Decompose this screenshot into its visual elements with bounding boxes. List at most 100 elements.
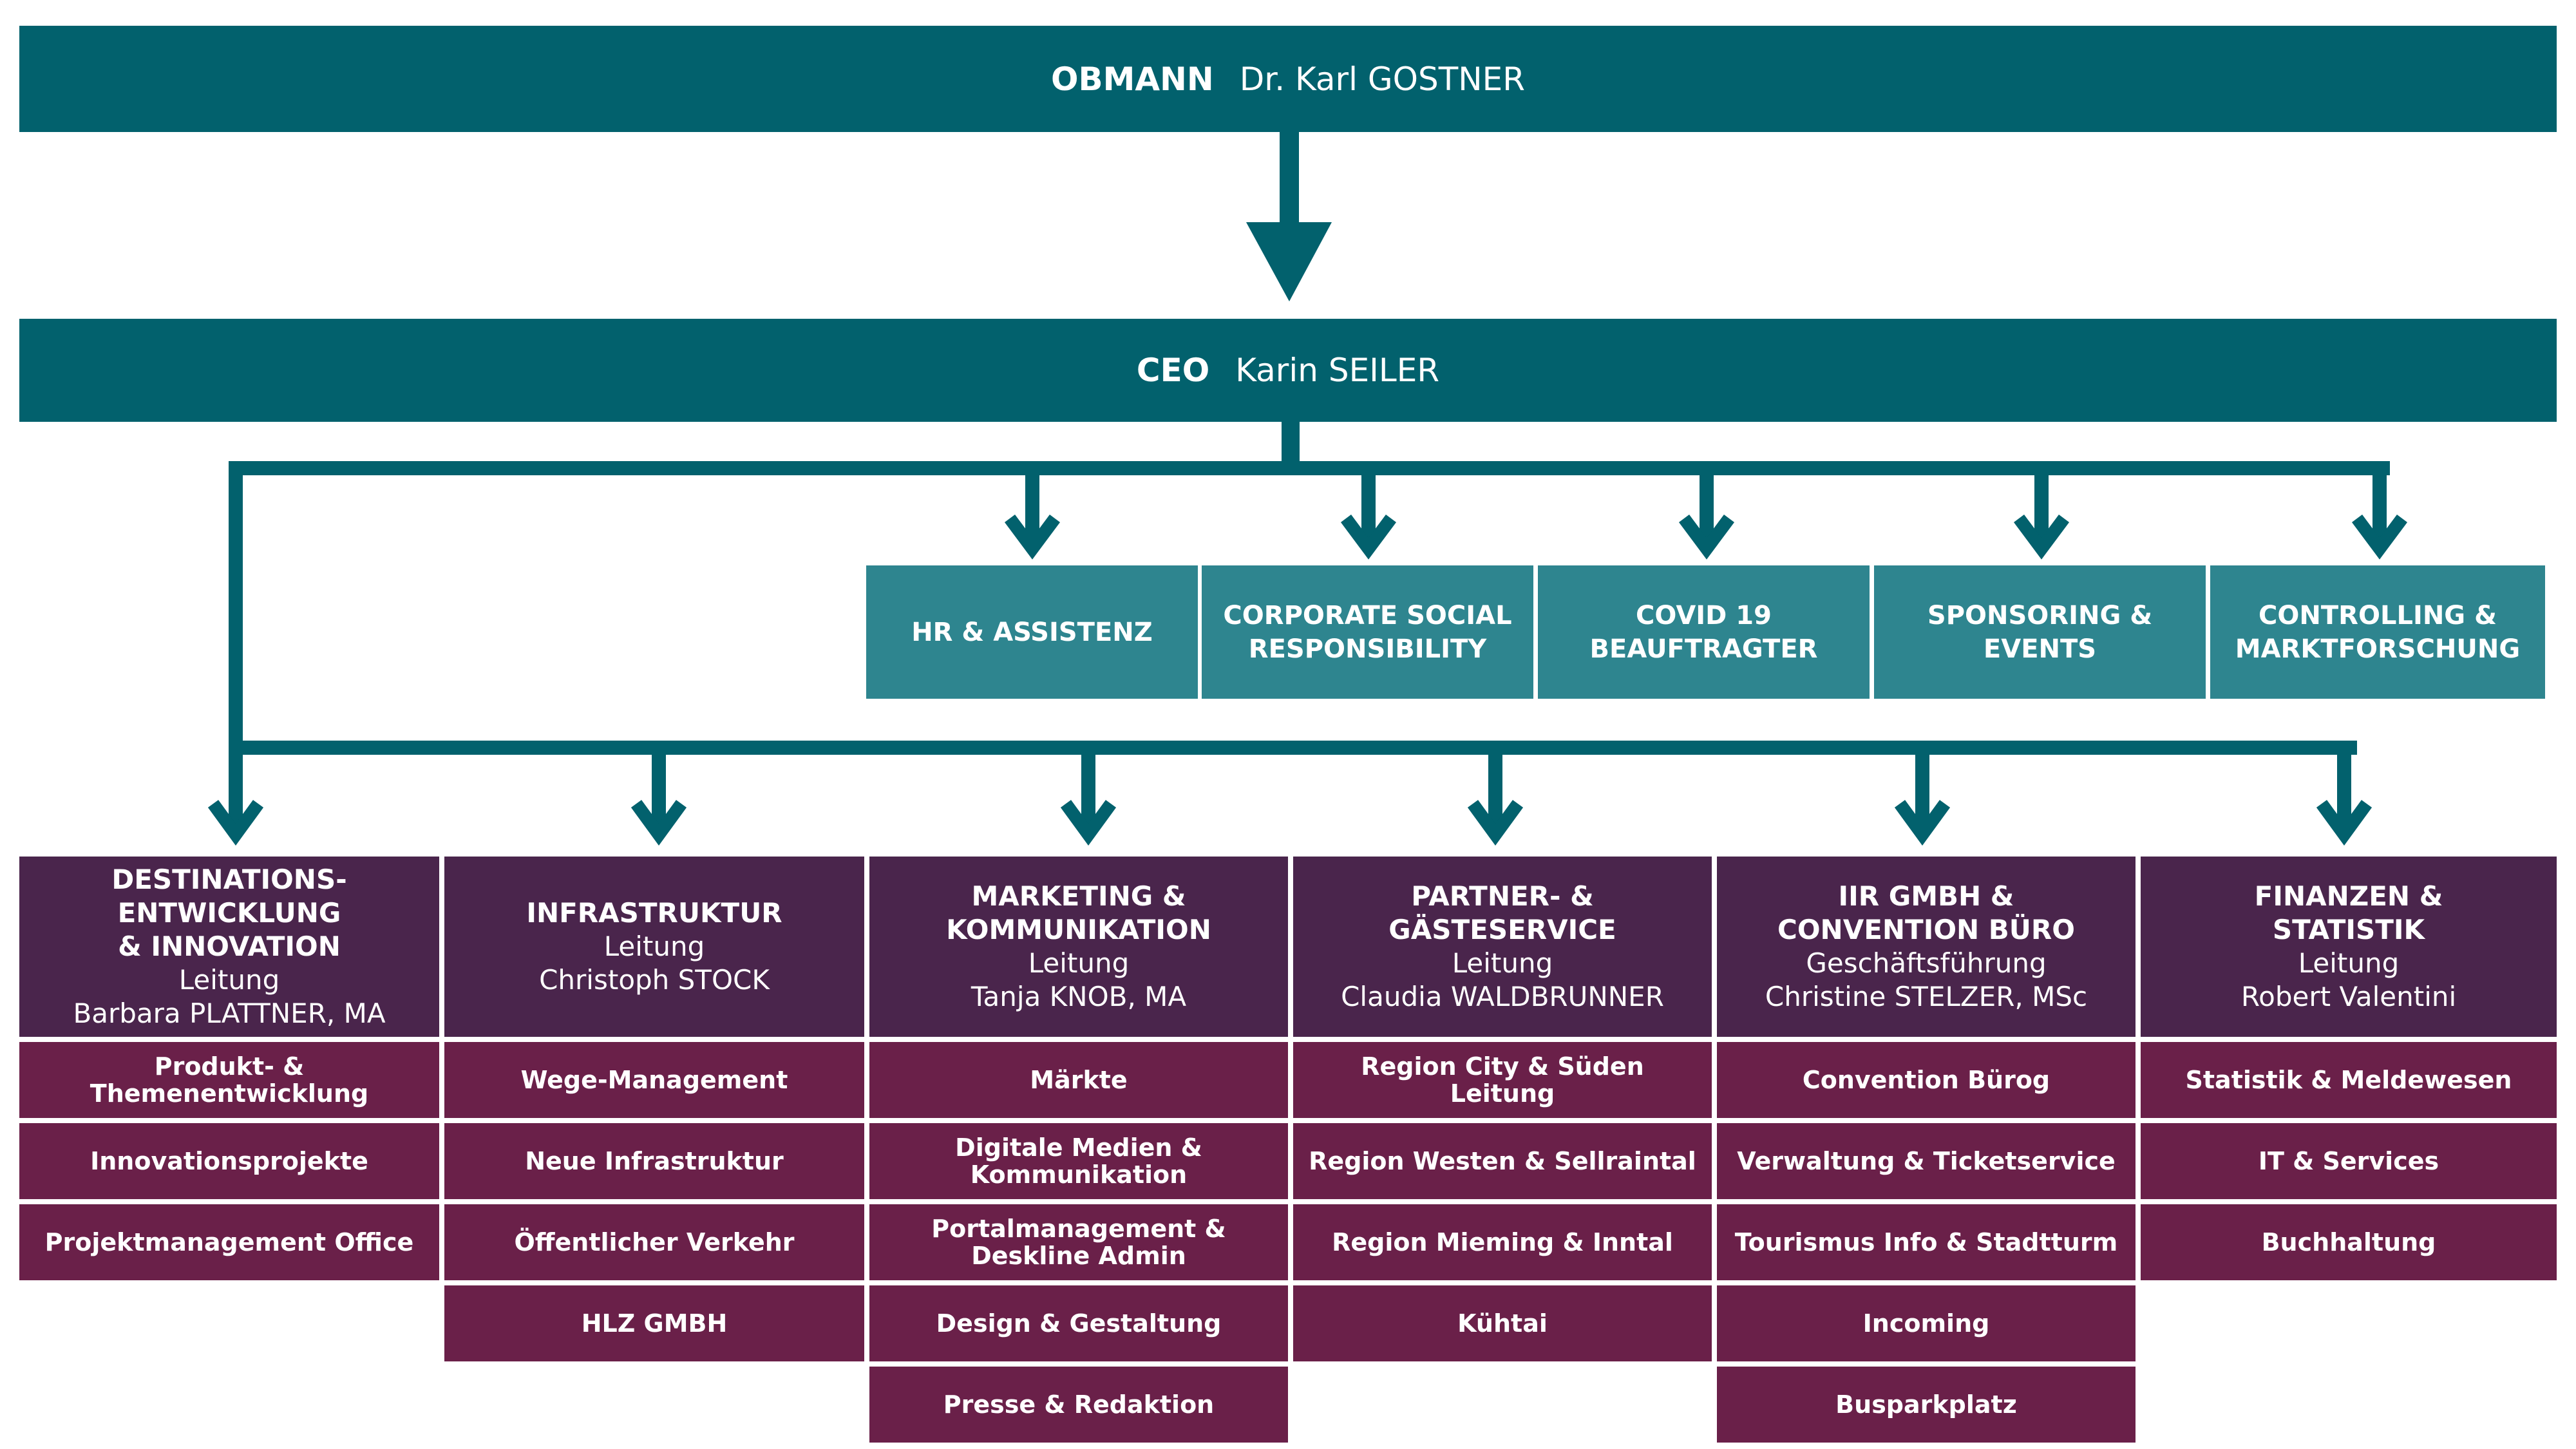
- dept-arrow-head-5: [1894, 800, 1951, 846]
- dept-arrow-head-6: [2316, 800, 2372, 846]
- unit-box: Buchhaltung: [2141, 1204, 2557, 1280]
- dept-lead-person: Christine STELZER, MSc: [1765, 981, 2088, 1012]
- unit-box: Statistik & Meldewesen: [2141, 1042, 2557, 1118]
- dept-lead-label: Leitung: [603, 931, 705, 962]
- staff-covid19-beauftragter: COVID 19 BEAUFTRAGTER: [1538, 565, 1870, 699]
- staff-controlling-marktforschung: CONTROLLING & MARKTFORSCHUNG: [2210, 565, 2545, 699]
- unit-label: Region Westen & Sellraintal: [1309, 1147, 1696, 1175]
- unit-box: Incoming: [1717, 1285, 2136, 1361]
- dept-arrow-head-2: [630, 800, 687, 846]
- dept-destinationsentwicklung: DESTINATIONS- ENTWICKLUNG & INNOVATION L…: [19, 857, 439, 1037]
- unit-box: Busparkplatz: [1717, 1367, 2136, 1443]
- unit-label: HLZ GMBH: [581, 1309, 728, 1338]
- unit-label: Öffentlicher Verkehr: [514, 1228, 795, 1256]
- unit-label: Kühtai: [1457, 1309, 1548, 1338]
- staff-arrow-heads: [1004, 515, 2408, 560]
- ceo-role: CEO: [1136, 352, 1210, 389]
- staff-arrow-head-1: [1004, 515, 1061, 560]
- unit-label: Convention Bürog: [1802, 1066, 2050, 1094]
- unit-box: Verwaltung & Ticketservice: [1717, 1123, 2136, 1199]
- unit-label: Innovationsprojekte: [90, 1147, 368, 1175]
- dept-partner-gaesteservice: PARTNER- & GÄSTESERVICE Leitung Claudia …: [1293, 857, 1712, 1037]
- unit-box: Region City & Süden Leitung: [1293, 1042, 1712, 1118]
- unit-label: Projektmanagement Office: [44, 1228, 414, 1256]
- unit-box: Kühtai: [1293, 1285, 1712, 1361]
- staff-label: CONTROLLING & MARKTFORSCHUNG: [2235, 600, 2521, 664]
- unit-box: IT & Services: [2141, 1123, 2557, 1199]
- staff-arrow-head-4: [2013, 515, 2070, 560]
- staff-label: COVID 19 BEAUFTRAGTER: [1589, 600, 1818, 664]
- staff-sponsoring-events: SPONSORING & EVENTS: [1874, 565, 2206, 699]
- staff-label: SPONSORING & EVENTS: [1927, 600, 2153, 664]
- unit-label: Region City & Süden Leitung: [1361, 1052, 1644, 1108]
- dept-lead-label: Leitung: [1452, 947, 1553, 979]
- unit-label: Digitale Medien & Kommunikation: [955, 1133, 1202, 1189]
- unit-label: Produkt- & Themenentwicklung: [90, 1052, 369, 1108]
- dept-lead-label: Leitung: [178, 964, 280, 996]
- unit-label: Neue Infrastruktur: [525, 1147, 784, 1175]
- dept-name: INFRASTRUKTUR: [526, 897, 782, 929]
- dept-lead-person: Claudia WALDBRUNNER: [1341, 981, 1664, 1012]
- connector-staff-bus: [229, 461, 2390, 475]
- dept-arrow-head-3: [1060, 800, 1117, 846]
- dept-name: PARTNER- & GÄSTESERVICE: [1388, 880, 1616, 945]
- unit-label: Verwaltung & Ticketservice: [1737, 1147, 2116, 1175]
- staff-corporate-social-responsibility: CORPORATE SOCIAL RESPONSIBILITY: [1202, 565, 1533, 699]
- staff-label: CORPORATE SOCIAL RESPONSIBILITY: [1223, 600, 1512, 664]
- unit-box: Presse & Redaktion: [869, 1367, 1288, 1443]
- unit-label: Region Mieming & Inntal: [1332, 1228, 1673, 1256]
- unit-label: Portalmanagement & Deskline Admin: [931, 1215, 1226, 1270]
- dept-marketing-kommunikation: MARKETING & KOMMUNIKATION Leitung Tanja …: [869, 857, 1288, 1037]
- ceo-bar: CEO Karin SEILER: [19, 319, 2557, 422]
- unit-box: Portalmanagement & Deskline Admin: [869, 1204, 1288, 1280]
- unit-label: Design & Gestaltung: [936, 1309, 1222, 1338]
- unit-label: Märkte: [1030, 1066, 1128, 1094]
- unit-label: Incoming: [1862, 1309, 1990, 1338]
- staff-label: HR & ASSISTENZ: [911, 617, 1153, 647]
- dept-name: DESTINATIONS- ENTWICKLUNG & INNOVATION: [111, 864, 347, 962]
- unit-box: Produkt- & Themenentwicklung: [19, 1042, 439, 1118]
- unit-box: Innovationsprojekte: [19, 1123, 439, 1199]
- dept-lead-person: Tanja KNOB, MA: [971, 981, 1187, 1012]
- connector-dept-bus: [229, 741, 2357, 755]
- staff-hr-assistenz: HR & ASSISTENZ: [866, 565, 1198, 699]
- dept-lead-person: Robert Valentini: [2240, 981, 2457, 1012]
- dept-arrows: [229, 747, 2351, 831]
- dept-name: FINANZEN & STATISTIK: [2254, 880, 2443, 945]
- dept-lead-person: Barbara PLATTNER, MA: [73, 998, 386, 1029]
- dept-lead-person: Christoph STOCK: [539, 964, 770, 996]
- dept-arrow-heads: [207, 800, 2372, 846]
- unit-box: Wege-Management: [444, 1042, 864, 1118]
- staff-arrows: [1025, 468, 2387, 541]
- unit-box: Öffentlicher Verkehr: [444, 1204, 864, 1280]
- unit-box: Region Mieming & Inntal: [1293, 1204, 1712, 1280]
- dept-arrow-head-1: [207, 800, 264, 846]
- unit-box: Tourismus Info & Stadtturm: [1717, 1204, 2136, 1280]
- unit-box: HLZ GMBH: [444, 1285, 864, 1361]
- dept-lead-label: Leitung: [1028, 947, 1130, 979]
- dept-lead-label: Geschäftsführung: [1806, 947, 2047, 979]
- connector-left-trunk: [229, 461, 243, 802]
- unit-label: Presse & Redaktion: [943, 1390, 1215, 1419]
- obmann-bar: OBMANN Dr. Karl GOSTNER: [19, 26, 2557, 132]
- unit-label: IT & Services: [2258, 1147, 2439, 1175]
- unit-label: Statistik & Meldewesen: [2185, 1066, 2512, 1094]
- staff-arrow-head-3: [1678, 515, 1735, 560]
- obmann-role: OBMANN: [1050, 60, 1214, 98]
- dept-infrastruktur: INFRASTRUKTUR Leitung Christoph STOCK: [444, 857, 864, 1037]
- dept-name: MARKETING & KOMMUNIKATION: [946, 880, 1211, 945]
- dept-lead-label: Leitung: [2298, 947, 2400, 979]
- unit-label: Tourismus Info & Stadtturm: [1734, 1228, 2118, 1256]
- obmann-name: Dr. Karl GOSTNER: [1239, 60, 1526, 98]
- dept-finanzen-statistik: FINANZEN & STATISTIK Leitung Robert Vale…: [2141, 857, 2557, 1037]
- ceo-name: Karin SEILER: [1235, 352, 1440, 389]
- unit-box: Märkte: [869, 1042, 1288, 1118]
- dept-iir-convention-buero: IIR GMBH & CONVENTION BÜRO Geschäftsführ…: [1717, 857, 2136, 1037]
- unit-box: Projektmanagement Office: [19, 1204, 439, 1280]
- unit-box: Neue Infrastruktur: [444, 1123, 864, 1199]
- dept-arrow-head-4: [1467, 800, 1524, 846]
- dept-name: IIR GMBH & CONVENTION BÜRO: [1777, 880, 2075, 945]
- unit-label: Buchhaltung: [2261, 1228, 2436, 1256]
- staff-arrow-head-5: [2351, 515, 2408, 560]
